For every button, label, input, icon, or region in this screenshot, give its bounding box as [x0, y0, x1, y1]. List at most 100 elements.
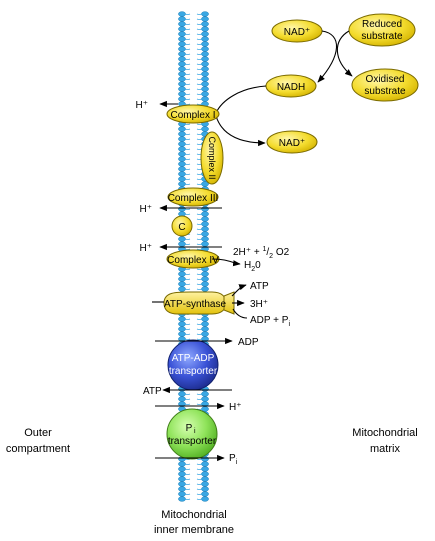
svg-text:ATP-ADP: ATP-ADP — [172, 353, 215, 364]
adp-label: ADP — [238, 337, 259, 348]
svg-text:i: i — [194, 428, 196, 435]
lipid-tail — [184, 493, 191, 495]
lipid-tail — [196, 328, 203, 330]
svg-text:substrate: substrate — [361, 31, 403, 42]
lipid-head-outer — [178, 36, 186, 42]
lipid-head-outer — [178, 206, 186, 212]
lipid-head-inner — [201, 496, 209, 502]
lipid-tail — [196, 333, 203, 335]
lipid-tail — [196, 478, 203, 480]
lipid-tail — [196, 318, 203, 320]
lipid-tail — [184, 148, 191, 150]
svg-text:Complex IV: Complex IV — [167, 255, 219, 266]
lipid-head-inner — [201, 71, 209, 77]
complex-iii: Complex III — [167, 187, 219, 207]
adp-pi-label: ADP + Pi — [250, 315, 290, 328]
lipid-tail — [196, 488, 203, 490]
lipid-tail — [196, 223, 203, 225]
lipid-tail — [196, 283, 203, 285]
lipid-head-outer — [178, 391, 186, 397]
lipid-tail — [196, 323, 203, 325]
nad-plus-out-node: NAD⁺ — [266, 130, 318, 154]
lipid-tail — [184, 468, 191, 470]
lipid-head-outer — [178, 66, 186, 72]
lipid-tail — [184, 58, 191, 60]
lipid-head-inner — [201, 456, 209, 462]
lipid-head-inner — [201, 81, 209, 87]
cytochrome-c: C — [171, 215, 193, 237]
region-labels: Outer compartment Mitochondrial matrix M… — [6, 427, 418, 536]
arrow-from-adp-pi — [232, 308, 248, 319]
lipid-tail — [196, 338, 203, 340]
side-labels: H⁺ H⁺ H⁺ 2H⁺ + 1/2 O2 H20 ATP 3H⁺ ADP + … — [136, 100, 291, 466]
lipid-tail — [196, 98, 203, 100]
lipid-tail — [196, 288, 203, 290]
atp-synthase: ATP-synthase — [163, 291, 235, 315]
lipid-tail — [184, 243, 191, 245]
lipid-head-inner — [201, 211, 209, 217]
lipid-tail — [184, 248, 191, 250]
lipid-tail — [184, 123, 191, 125]
svg-text:substrate: substrate — [364, 86, 406, 97]
lipid-head-inner — [201, 391, 209, 397]
lipid-head-inner — [201, 331, 209, 337]
lipid-head-outer — [178, 181, 186, 187]
lipid-head-inner — [201, 91, 209, 97]
lipid-tail — [184, 323, 191, 325]
lipid-head-outer — [178, 326, 186, 332]
lipid-tail — [184, 73, 191, 75]
lipid-head-inner — [201, 481, 209, 487]
lipid-head-inner — [201, 236, 209, 242]
lipid-tail — [196, 18, 203, 20]
lipid-tail — [196, 103, 203, 105]
lipid-tail — [184, 158, 191, 160]
lipid-head-inner — [201, 461, 209, 467]
lipid-head-inner — [201, 61, 209, 67]
svg-text:matrix: matrix — [370, 443, 400, 455]
lipid-head-outer — [178, 141, 186, 147]
pi-transporter: P i transporter — [166, 408, 218, 460]
lipid-tail — [184, 178, 191, 180]
lipid-head-inner — [201, 206, 209, 212]
lipid-head-outer — [178, 136, 186, 142]
svg-text:ATP-synthase: ATP-synthase — [164, 299, 226, 310]
pi-out-label: Pi — [229, 453, 238, 466]
lipid-head-inner — [201, 36, 209, 42]
lipid-tail — [184, 498, 191, 500]
lipid-tail — [196, 53, 203, 55]
svg-text:P: P — [186, 423, 193, 434]
lipid-head-outer — [178, 491, 186, 497]
lipid-tail — [196, 143, 203, 145]
lipid-head-inner — [201, 491, 209, 497]
svg-text:Complex I: Complex I — [170, 110, 215, 121]
lipid-tail — [184, 133, 191, 135]
lipid-tail — [184, 238, 191, 240]
lipid-head-inner — [201, 226, 209, 232]
lipid-head-inner — [201, 221, 209, 227]
lipid-head-outer — [178, 51, 186, 57]
svg-text:NAD⁺: NAD⁺ — [284, 27, 310, 38]
h-plus-label-3: H⁺ — [140, 204, 153, 215]
atp-out-label: ATP — [143, 386, 162, 397]
atp-product-label: ATP — [250, 281, 269, 292]
lipid-head-outer — [178, 486, 186, 492]
lipid-head-outer — [178, 156, 186, 162]
lipid-tail — [196, 403, 203, 405]
lipid-tail — [184, 18, 191, 20]
lipid-tail — [184, 278, 191, 280]
svg-text:NAD⁺: NAD⁺ — [279, 138, 305, 149]
lipid-tail — [184, 78, 191, 80]
lipid-head-outer — [178, 461, 186, 467]
complex-i: Complex I — [166, 104, 220, 124]
lipid-tail — [184, 38, 191, 40]
lipid-head-outer — [178, 146, 186, 152]
complex-ii: Complex II — [200, 131, 224, 185]
lipid-tail — [196, 48, 203, 50]
lipid-head-inner — [201, 286, 209, 292]
lipid-head-outer — [178, 236, 186, 242]
lipid-tail — [184, 463, 191, 465]
mitochondrial-matrix-label: Mitochondrial — [352, 427, 417, 439]
lipid-head-inner — [201, 316, 209, 322]
lipid-tail — [196, 218, 203, 220]
lipid-head-outer — [178, 26, 186, 32]
